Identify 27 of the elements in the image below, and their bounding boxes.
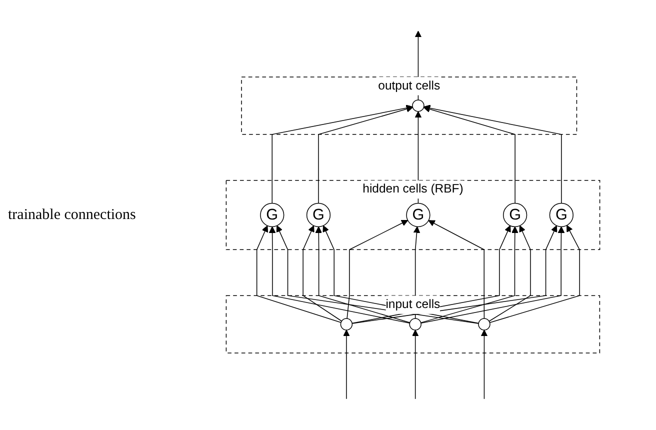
arrow: [302, 225, 342, 322]
arrow: [489, 225, 580, 324]
arrow: [268, 226, 410, 324]
arrow: [272, 104, 413, 204]
node-circle: G: [306, 202, 331, 228]
node-circle: [478, 318, 490, 330]
arrow: [420, 226, 518, 324]
arrow: [488, 225, 531, 322]
arrow: [423, 106, 516, 204]
arrow: [420, 226, 565, 324]
annotation-label: trainable connections: [8, 206, 137, 224]
arrow: [256, 225, 342, 323]
node-circle: G: [260, 202, 284, 228]
arrow: [412, 330, 419, 400]
arrow: [480, 330, 488, 400]
arrow: [318, 106, 413, 204]
node-circle: G: [502, 202, 528, 228]
node-circle: G: [406, 202, 430, 228]
arrow: [346, 220, 408, 319]
node-circle: [340, 318, 353, 330]
node-circle: [409, 318, 422, 330]
node-circle: G: [549, 202, 574, 228]
node-circle: [412, 100, 424, 112]
arrow: [428, 220, 485, 319]
arrow: [315, 226, 410, 324]
arrow: [343, 330, 350, 400]
arrow: [424, 104, 562, 204]
